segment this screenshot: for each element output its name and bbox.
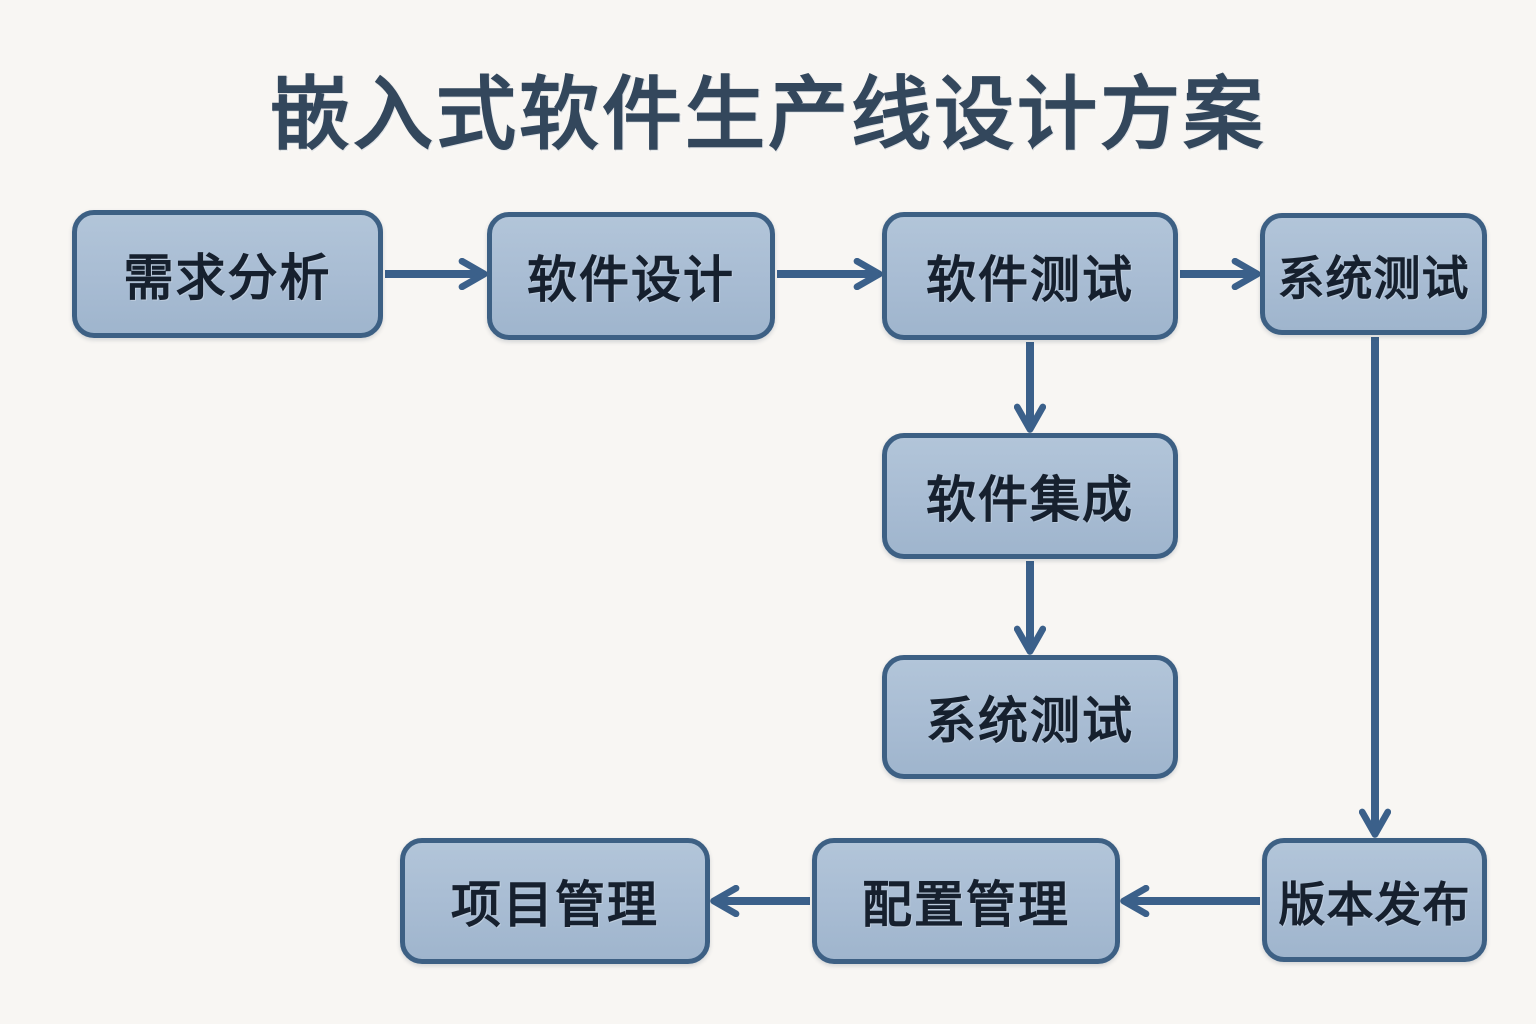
node-requirements-analysis: 需求分析 xyxy=(72,210,383,338)
node-project-management: 项目管理 xyxy=(400,838,710,964)
node-software-integration: 软件集成 xyxy=(882,433,1178,559)
node-system-testing-middle: 系统测试 xyxy=(882,655,1178,779)
diagram-title: 嵌入式软件生产线设计方案 xyxy=(270,70,1266,159)
node-configuration-management: 配置管理 xyxy=(812,838,1120,964)
node-system-testing-top: 系统测试 xyxy=(1260,213,1487,335)
node-version-release: 版本发布 xyxy=(1262,838,1487,962)
node-software-testing: 软件测试 xyxy=(882,212,1178,340)
node-software-design: 软件设计 xyxy=(487,212,775,340)
